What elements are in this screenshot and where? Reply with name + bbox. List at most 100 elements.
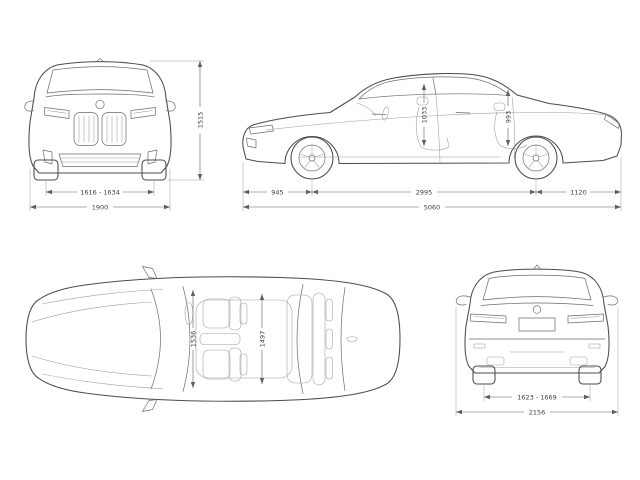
rim [298,144,326,172]
side-extension-lines [242,157,622,211]
dim-interior-height-rear: 993 [504,90,512,146]
glasshouse [358,76,511,100]
tire-left [472,365,496,385]
seat-cushion [202,349,231,380]
rotated-label-wrap: 1033 [420,107,428,124]
dim-front-track-width: 1616 - 1634 [45,181,155,196]
rear-view: 1623 - 1669 2156 [455,264,619,416]
sunroof [195,299,293,379]
spokes [524,145,548,168]
headlight-inner-lines [47,110,153,114]
front-body-outline [28,61,172,174]
rim [522,144,550,172]
rotated-label-wrap: 993 [504,111,512,123]
front-grille-side [246,137,257,149]
roof-antenna-icon [95,58,105,63]
dim-interior-height-front: 1033 [420,84,428,146]
corner-intakes [42,149,158,165]
dim-front-overall-width: 1900 [29,169,171,211]
tire-right [578,365,602,385]
side-mirrors-rear [455,295,619,306]
front-wheel [290,136,334,180]
headrest [239,353,248,376]
rear-glass-edge [296,284,304,394]
side-mirrors [24,100,176,112]
headlight-side [248,124,274,135]
grille-right [101,112,127,146]
center-console [199,333,241,345]
headrest [325,328,333,350]
front-car-drawing [24,58,176,181]
intake-slats [60,157,140,163]
interior-height-front-label: 1033 [420,107,428,124]
rear-cushion [499,144,528,149]
seat-back [228,347,242,382]
diffuser-lines [478,351,596,368]
taillights [470,313,604,324]
dashboard [356,102,377,117]
rotated-label-wrap: 1515 [196,112,204,129]
tire-left [33,159,59,181]
top-body-outline [25,276,401,402]
grille-left [73,112,99,146]
seat-back [228,296,242,331]
kidney-grille [73,112,127,146]
rear-overhang-label: 1120 [570,188,587,196]
rear-headrest [493,102,506,111]
arrowheads [505,90,511,146]
dim-overall-height: 1515 [150,60,204,181]
interior-width-rear-label: 1497 [258,331,266,348]
extension-lines [150,60,204,181]
lower-intake [58,153,142,167]
brand-roundel-icon [95,99,105,110]
front-width-label: 1900 [92,203,109,211]
steering-wheel [382,106,389,121]
hood-line [45,93,155,98]
dim-interior-width-rear: 1497 [258,294,266,384]
character-line [265,112,611,131]
headrest [239,302,248,325]
side-car-drawing [242,72,623,180]
hub [308,154,316,162]
extension-lines [45,181,155,196]
overall-length-label: 5060 [424,203,441,211]
grille-bars [78,115,123,143]
taillight-side [604,114,620,129]
rotated-label-wrap: 1536 [189,331,197,348]
interior-sketch [356,96,528,151]
rear-wheels [472,365,602,385]
extension-lines [483,385,591,401]
bench-back [312,292,326,386]
exhaust-right [569,356,588,366]
front-overhang-label: 945 [271,188,283,196]
top-car-drawing [25,266,401,412]
rear-wheel [514,136,558,180]
rear-car-drawing [455,264,619,385]
dim-front-overhang: 945 [243,188,312,196]
front-wheels [33,159,167,181]
tire [514,136,558,180]
windshield-base [150,288,161,390]
side-body-outline [242,72,623,165]
headlights [44,107,156,119]
extension-lines [29,169,171,211]
front-headrest [416,96,429,106]
tire [290,136,334,180]
extension-lines [455,307,619,416]
trunk-edge [340,287,346,391]
dim-wheelbase: 2995 [312,188,536,196]
interior-width-front-label: 1536 [189,331,197,348]
rear-body-outline [464,268,610,374]
roof-front-edge [182,286,191,392]
front-view: 1616 - 1634 1900 1515 [24,58,204,211]
mirrors-top [142,266,158,412]
overall-height-label: 1515 [196,112,204,129]
b-pillar [432,77,437,96]
spokes [300,145,324,168]
front-seats [184,296,248,382]
bench-cushion [286,294,313,384]
width-incl-mirrors-label: 2156 [529,408,546,416]
rotated-label-wrap: 1497 [258,331,266,348]
brand-roundel-icon [532,305,542,314]
